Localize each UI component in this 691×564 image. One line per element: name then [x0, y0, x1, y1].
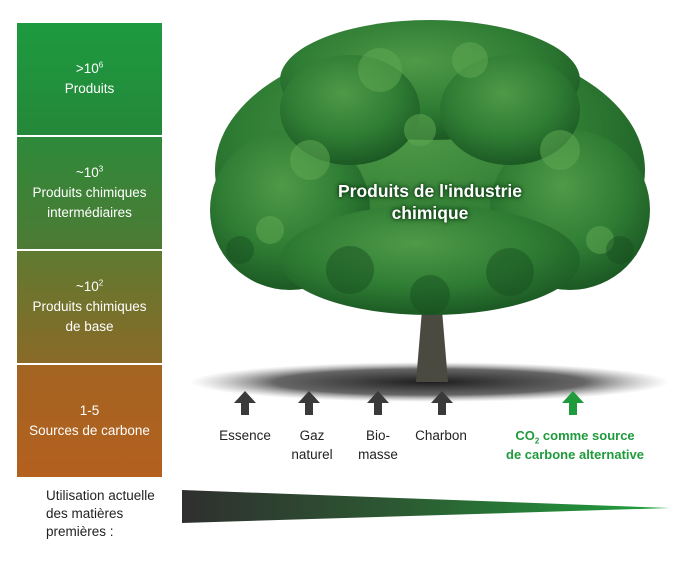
source-bio-line1: Bio-: [365, 428, 390, 443]
tier-intermediates-count: ~103: [76, 163, 103, 183]
tier-basics-exponent: 2: [98, 278, 104, 288]
foliage-highlights: [256, 42, 614, 254]
tier-sources: 1-5 Sources de carbone: [17, 365, 162, 477]
usage-label: Utilisation actuelle des matières premiè…: [46, 487, 176, 541]
usage-gradient-wedge: [182, 490, 670, 523]
tier-products-base: >10: [75, 61, 99, 76]
tier-sources-label: Sources de carbone: [29, 423, 150, 438]
source-charbon: Charbon: [406, 426, 476, 445]
co2-line1: CO2 comme source: [490, 426, 660, 445]
tier-intermediates-base: ~10: [75, 165, 99, 180]
arrow-up-icon: [234, 391, 256, 415]
source-gaz-naturel: Gaz naturel: [280, 426, 344, 464]
tier-intermediates-label-1: Produits chimiques: [32, 185, 147, 200]
tier-basics-base: ~10: [75, 279, 99, 294]
tier-products-label: Produits: [64, 81, 115, 96]
co2-prefix: CO: [515, 428, 535, 443]
usage-line1: Utilisation actuelle: [46, 488, 155, 503]
tier-products: >106 Produits: [17, 23, 162, 135]
tree-title: Produits de l'industrie chimique: [300, 180, 560, 224]
source-biomasse: Bio- masse: [348, 426, 408, 464]
co2-line1-rest: comme source: [539, 428, 635, 443]
tier-basics: ~102 Produits chimiques de base: [17, 251, 162, 363]
usage-line2: des matières: [46, 506, 124, 521]
source-co2-alternative: CO2 comme source de carbone alternative: [490, 426, 660, 464]
source-charbon-label: Charbon: [415, 428, 467, 443]
co2-subscript: 2: [534, 436, 540, 446]
usage-line3: premières :: [46, 524, 114, 539]
tier-basics-label-1: Produits chimiques: [32, 299, 147, 314]
source-gaz-line1: Gaz: [299, 428, 325, 443]
foliage-shade: [226, 236, 634, 315]
source-essence-label: Essence: [219, 428, 271, 443]
tier-intermediates-label-2: intermédiaires: [47, 205, 132, 220]
source-essence: Essence: [210, 426, 280, 445]
tier-products-count: >106: [76, 59, 103, 79]
tree-title-line1: Produits de l'industrie: [337, 181, 523, 201]
source-bio-line2: masse: [358, 447, 398, 462]
tree-title-line2: chimique: [391, 203, 469, 223]
arrow-up-icon: [298, 391, 320, 415]
tier-intermediates-exponent: 3: [98, 164, 104, 174]
tier-basics-count: ~102: [76, 277, 103, 297]
source-gaz-line2: naturel: [291, 447, 333, 462]
co2-line2: de carbone alternative: [506, 447, 644, 462]
tier-products-exponent: 6: [98, 60, 104, 70]
tier-sources-count: 1-5: [79, 403, 100, 418]
arrow-up-icon-green: [562, 391, 584, 415]
arrow-up-icon: [367, 391, 389, 415]
tree-foliage: [210, 20, 650, 315]
tier-basics-label-2: de base: [65, 319, 114, 334]
tier-intermediates: ~103 Produits chimiques intermédiaires: [17, 137, 162, 249]
tier-stack: >106 Produits ~103 Produits chimiques in…: [17, 23, 162, 479]
tree-illustration: [190, 20, 670, 402]
arrow-up-icon: [431, 391, 453, 415]
